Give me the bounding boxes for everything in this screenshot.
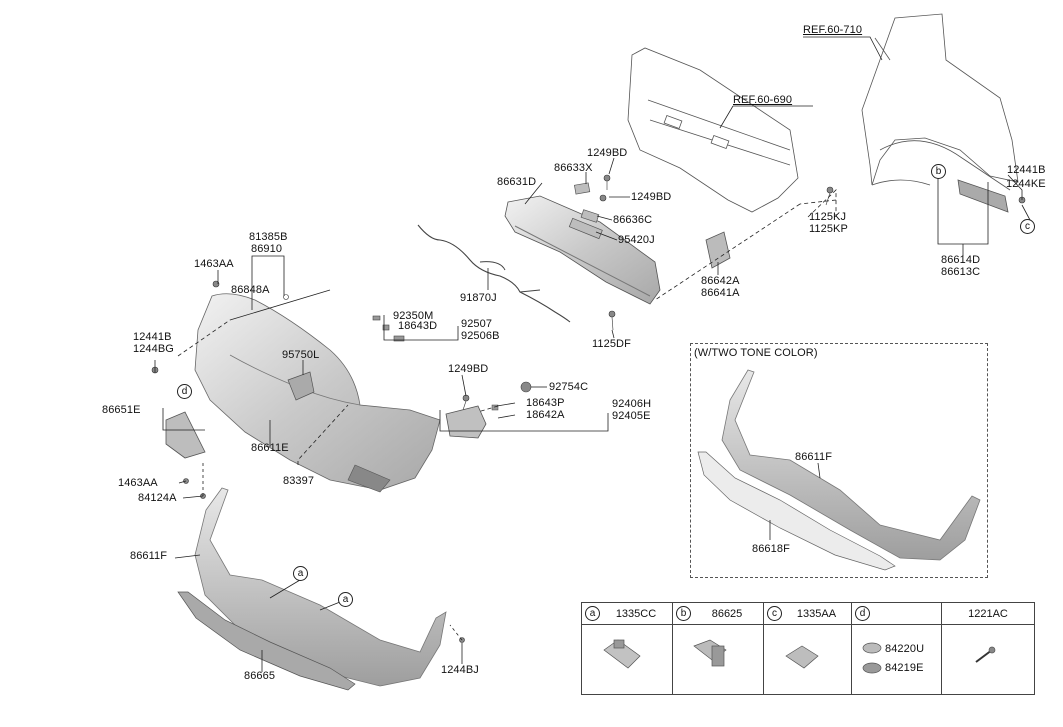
label-1244BJ: 1244BJ bbox=[441, 664, 479, 676]
legend-callout-b: b bbox=[676, 606, 691, 621]
legend-part-84220U: 84220U bbox=[885, 643, 925, 655]
label-95750L: 95750L bbox=[282, 349, 320, 361]
label-86910: 86910 bbox=[251, 243, 283, 255]
legend-code-b: 86625 bbox=[711, 607, 743, 620]
label-86848A: 86848A bbox=[231, 284, 270, 296]
tone-label-86611F: 86611F bbox=[795, 451, 833, 463]
label-92406H: 92406H bbox=[612, 398, 652, 410]
label-91870J: 91870J bbox=[460, 292, 497, 304]
label-1125KP: 1125KP bbox=[809, 223, 848, 235]
label-18643P: 18643P bbox=[526, 397, 565, 409]
label-92507: 92507 bbox=[461, 318, 493, 330]
label-86665: 86665 bbox=[244, 670, 276, 682]
label-81385B: 81385B bbox=[249, 231, 288, 243]
sensor-parts-92350M bbox=[372, 315, 405, 342]
label-1125DF: 1125DF bbox=[592, 338, 631, 350]
skid-plate-86665 bbox=[177, 591, 356, 691]
two-tone-title: (W/TWO TONE COLOR) bbox=[694, 347, 818, 359]
legend-cell-d: 84220U 84219E bbox=[851, 624, 942, 695]
label-1244BG: 1244BG bbox=[133, 343, 174, 355]
callout-c-top: c bbox=[1020, 219, 1035, 234]
label-86614D: 86614D bbox=[941, 254, 981, 266]
label-84124A: 84124A bbox=[138, 492, 177, 504]
socket-92754C bbox=[520, 381, 532, 393]
label-1249BD-b: 1249BD bbox=[631, 191, 672, 203]
label-92754C: 92754C bbox=[549, 381, 589, 393]
label-86641A: 86641A bbox=[701, 287, 740, 299]
legend-cell-b bbox=[672, 624, 764, 695]
label-86642A: 86642A bbox=[701, 275, 740, 287]
label-86613C: 86613C bbox=[941, 266, 981, 278]
label-12441B-left: 12441B bbox=[133, 331, 172, 343]
label-86633X: 86633X bbox=[554, 162, 593, 174]
legend-cell-a bbox=[581, 624, 673, 695]
label-12441B-right: 12441B bbox=[1007, 164, 1046, 176]
label-86611F: 86611F bbox=[130, 550, 168, 562]
label-86636C: 86636C bbox=[613, 214, 653, 226]
rear-panel-ref bbox=[627, 47, 799, 213]
brackets-set bbox=[568, 182, 603, 240]
legend-code-a: 1335CC bbox=[615, 607, 657, 620]
label-92506B: 92506B bbox=[461, 330, 500, 342]
legend-callout-d: d bbox=[855, 606, 870, 621]
callout-a-2: a bbox=[338, 592, 353, 607]
label-1244KE: 1244KE bbox=[1006, 178, 1046, 190]
bumper-beam-86631D bbox=[504, 195, 661, 305]
ref-60-710[interactable]: REF.60-710 bbox=[803, 24, 863, 36]
bumper-cover-86611E bbox=[194, 293, 441, 493]
label-1463AA-bottom: 1463AA bbox=[118, 477, 158, 489]
callout-b-top: b bbox=[931, 164, 946, 179]
label-1249BD-c: 1249BD bbox=[448, 363, 489, 375]
quarter-panel-ref bbox=[861, 13, 1019, 191]
legend-code-1221AC: 1221AC bbox=[968, 607, 1008, 620]
leader-lines bbox=[154, 36, 1031, 672]
label-83397: 83397 bbox=[283, 475, 315, 487]
reflector-lamp-92406H bbox=[445, 405, 487, 439]
label-86611E: 86611E bbox=[251, 442, 289, 454]
ref-60-690[interactable]: REF.60-690 bbox=[733, 94, 793, 106]
tone-garnish-86611F bbox=[721, 369, 981, 561]
label-86651E: 86651E bbox=[102, 404, 141, 416]
legend-cell-c bbox=[763, 624, 852, 695]
bracket-86651E bbox=[165, 411, 206, 459]
label-92350M: 92350M bbox=[393, 310, 434, 322]
label-86631D: 86631D bbox=[497, 176, 537, 188]
callout-a-1: a bbox=[293, 566, 308, 581]
label-18643D: 18643D bbox=[398, 320, 438, 332]
lower-garnish-86611F bbox=[194, 487, 447, 687]
label-1125KJ: 1125KJ bbox=[809, 211, 847, 223]
legend-code-c: 1335AA bbox=[796, 607, 837, 620]
legend-part-84219E: 84219E bbox=[885, 662, 924, 674]
label-18642A: 18642A bbox=[526, 409, 565, 421]
legend-callout-a: a bbox=[585, 606, 600, 621]
legend-cell-1221AC bbox=[941, 624, 1035, 695]
label-92405E: 92405E bbox=[612, 410, 651, 422]
label-95420J: 95420J bbox=[618, 234, 655, 246]
side-bracket-86642A bbox=[705, 231, 731, 269]
callout-d-left: d bbox=[177, 384, 192, 399]
tone-trim-86618F bbox=[697, 451, 896, 571]
two-tone-inset bbox=[690, 343, 988, 578]
label-1463AA-top: 1463AA bbox=[194, 258, 234, 270]
legend-callout-c: c bbox=[767, 606, 782, 621]
reflector-86614D bbox=[957, 179, 1009, 213]
tone-label-86618F: 86618F bbox=[752, 543, 790, 555]
fastener-legend: a 1335CC b 86625 c 1335AA d 1221AC 84220U 8… bbox=[581, 602, 1035, 695]
label-1249BD-a: 1249BD bbox=[587, 147, 628, 159]
wiring-harness-91870J bbox=[417, 224, 571, 323]
